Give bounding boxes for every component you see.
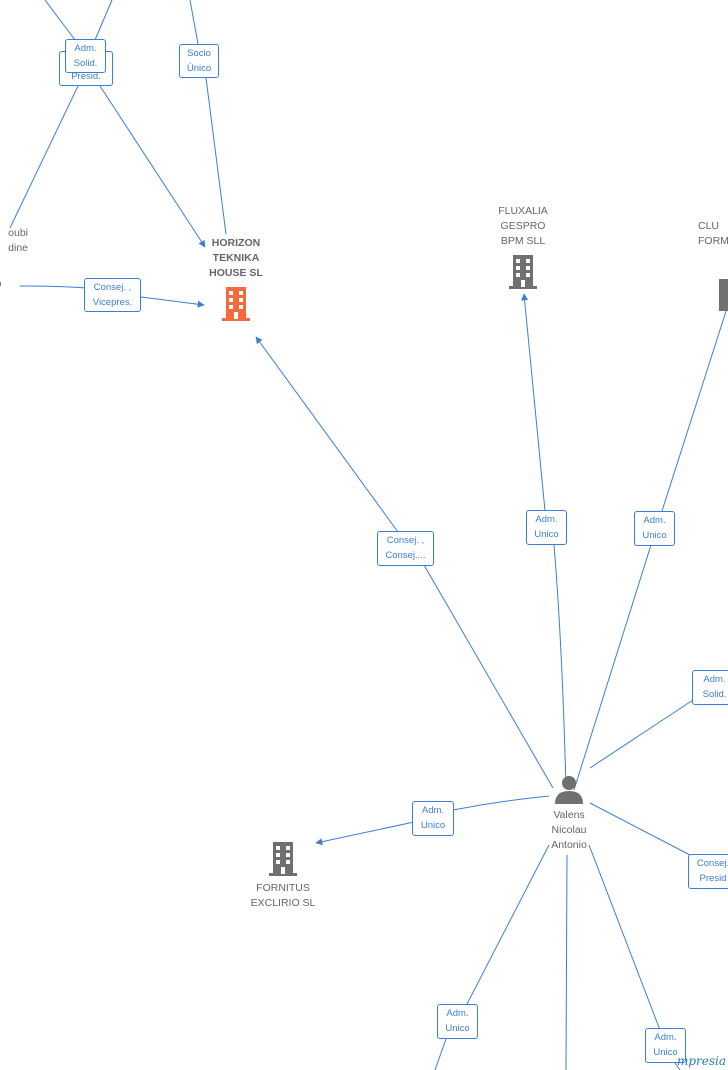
- node-label: FLUXALIA GESPRO BPM SLL: [498, 205, 548, 247]
- edge-left-person-to-horizon: [19, 285, 204, 305]
- node-clu-form-partial[interactable]: CLU FORM: [690, 219, 728, 315]
- node-horizon-teknika-house[interactable]: HORIZON TEKNIKA HOUSE SL: [186, 236, 286, 323]
- edge-valens-to-horizon: [256, 337, 554, 789]
- edge-valens-to-clu: [573, 304, 728, 791]
- building-icon: [719, 279, 728, 311]
- edge-valens-to-right-adm-solid: [589, 699, 694, 769]
- edge-top-left-2: [94, 0, 113, 41]
- node-label: HORIZON TEKNIKA HOUSE SL: [209, 237, 263, 279]
- edge-label-adm-unico-fornitus[interactable]: Adm. Unico: [412, 801, 454, 836]
- edge-label-adm-unico-clu[interactable]: Adm. Unico: [634, 511, 675, 546]
- edge-label-adm-unico-bottom-right[interactable]: Adm. Unico: [645, 1028, 686, 1063]
- building-icon: [269, 842, 297, 876]
- edge-label-consej-presid-right[interactable]: Consej. Presid: [688, 854, 728, 889]
- edge-label-adm-unico-bottom-left[interactable]: Adm. Unico: [437, 1004, 478, 1039]
- node-valens-nicolau-antonio[interactable]: Valens Nicolau Antonio: [536, 774, 602, 853]
- edge-label-adm-solid[interactable]: Adm. Solid.: [65, 39, 106, 73]
- edge-presid-to-left-person: [9, 85, 79, 229]
- node-fornitus-exclirio[interactable]: FORNITUS EXCLIRIO SL: [233, 840, 333, 911]
- edge-valens-to-fluxalia: [524, 294, 567, 789]
- edge-label-adm-solid-right[interactable]: Adm. Solid.: [692, 670, 728, 705]
- node-label: CLU FORM: [698, 220, 728, 247]
- edge-label-consej-consej[interactable]: Consej. , Consej....: [377, 531, 434, 566]
- person-icon: [555, 776, 583, 804]
- node-label: oubi dine: [8, 227, 28, 254]
- node-label: FORNITUS EXCLIRIO SL: [250, 882, 316, 909]
- building-icon: [509, 255, 537, 289]
- node-left-person-partial[interactable]: oubi dine: [0, 226, 28, 292]
- edge-socio-to-horizon: [189, 0, 227, 235]
- edge-valens-to-right-consej: [589, 802, 691, 856]
- edge-valens-to-fornitus: [316, 795, 550, 843]
- edge-valens-to-bottom-center: [565, 854, 568, 1070]
- node-fluxalia-gespro[interactable]: FLUXALIA GESPRO BPM SLL: [473, 204, 573, 291]
- edge-label-adm-unico-fluxalia[interactable]: Adm. Unico: [526, 510, 567, 545]
- person-icon: [0, 281, 1, 287]
- edge-valens-to-bottom-right: [588, 844, 681, 1070]
- edge-label-socio-unico[interactable]: Socio Único: [179, 44, 219, 78]
- watermark-logo: mpresia: [676, 1054, 726, 1068]
- edge-valens-to-bottom-left: [434, 844, 550, 1070]
- node-label: Valens Nicolau Antonio: [551, 809, 587, 851]
- edge-label-consej-vicepres[interactable]: Consej. , Vicepres.: [84, 278, 141, 312]
- building-icon-orange: [222, 287, 250, 321]
- edge-top-left-1: [44, 0, 76, 41]
- edge-adm-solid-to-horizon: [99, 85, 206, 248]
